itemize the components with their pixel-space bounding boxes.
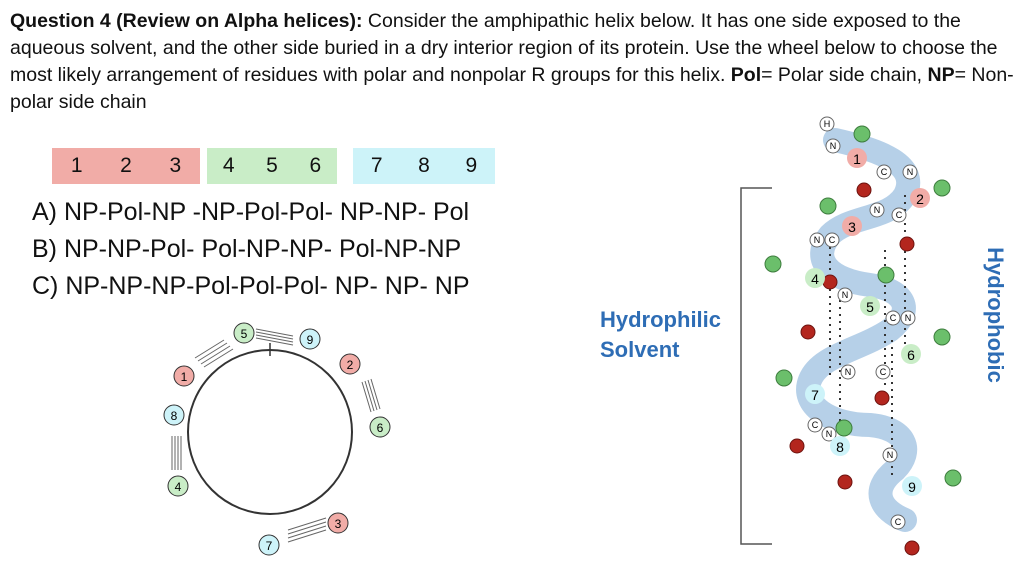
svg-text:N: N bbox=[842, 290, 849, 300]
r-groups bbox=[764, 125, 962, 487]
np-label: NP bbox=[927, 64, 955, 86]
svg-text:N: N bbox=[845, 367, 852, 377]
svg-text:N: N bbox=[905, 313, 912, 323]
hydrophilic-label: Hydrophilic Solvent bbox=[600, 305, 721, 365]
svg-text:2: 2 bbox=[347, 358, 354, 372]
svg-text:C: C bbox=[829, 235, 836, 245]
answer-options: A) NP-Pol-NP -NP-Pol-Pol- NP-NP- Pol B) … bbox=[32, 194, 470, 305]
hatch-5-9 bbox=[255, 328, 294, 346]
helix-residue-7: 7 bbox=[805, 384, 825, 404]
option-c[interactable]: C) NP-NP-NP-Pol-Pol-Pol- NP- NP- NP bbox=[32, 272, 470, 300]
helix-residue-2: 2 bbox=[910, 188, 930, 208]
svg-text:N: N bbox=[907, 167, 914, 177]
oxygen-atoms bbox=[789, 182, 920, 556]
legend-num-8: 8 bbox=[418, 154, 430, 177]
helix-residue-5: 5 bbox=[860, 296, 880, 316]
legend-num-4: 4 bbox=[222, 154, 235, 177]
svg-text:4: 4 bbox=[175, 480, 182, 494]
legend-num-2: 2 bbox=[120, 154, 132, 177]
pol-label: Pol bbox=[730, 64, 762, 86]
legend-num-1: 1 bbox=[70, 154, 83, 177]
svg-text:C: C bbox=[896, 210, 903, 220]
legend-num-6: 6 bbox=[309, 154, 322, 177]
hatch-8-4 bbox=[171, 436, 182, 470]
svg-text:N: N bbox=[826, 429, 833, 439]
hatch-1-5 bbox=[194, 339, 234, 368]
hbond-lines bbox=[829, 195, 906, 480]
svg-text:C: C bbox=[881, 167, 888, 177]
hydrophilic-line-2: Solvent bbox=[600, 337, 680, 362]
svg-text:8: 8 bbox=[836, 439, 844, 455]
svg-text:N: N bbox=[887, 450, 894, 460]
wheel-residue-1: 1 bbox=[173, 365, 195, 387]
wheel-circle bbox=[187, 349, 353, 515]
np-definition: = Non-polar side chain bbox=[10, 64, 1014, 113]
svg-text:C: C bbox=[880, 367, 887, 377]
wheel-residue-9: 9 bbox=[299, 328, 321, 350]
svg-text:5: 5 bbox=[241, 327, 248, 341]
svg-text:4: 4 bbox=[811, 271, 819, 287]
svg-text:C: C bbox=[895, 517, 902, 527]
svg-text:1: 1 bbox=[853, 151, 861, 167]
svg-text:N: N bbox=[874, 205, 881, 215]
svg-text:N: N bbox=[814, 235, 821, 245]
svg-text:3: 3 bbox=[335, 517, 342, 531]
svg-text:6: 6 bbox=[377, 421, 384, 435]
hydrophobic-label: Hydrophobic bbox=[983, 247, 1008, 383]
svg-text:8: 8 bbox=[171, 409, 178, 423]
svg-text:9: 9 bbox=[908, 479, 916, 495]
wheel-residue-6: 6 bbox=[369, 416, 391, 438]
question-lead: Question 4 (Review on Alpha helices): bbox=[10, 10, 363, 32]
hatch-3-7 bbox=[287, 517, 327, 543]
hydrophilic-line-1: Hydrophilic bbox=[600, 307, 722, 332]
helix-residue-1: 1 bbox=[847, 148, 867, 168]
helix-residue-6: 6 bbox=[901, 344, 921, 364]
backbone-atoms: H N C N N C N C N N C N C C N N C bbox=[807, 116, 918, 530]
question-text: Question 4 (Review on Alpha helices): Co… bbox=[10, 8, 1020, 116]
svg-text:5: 5 bbox=[866, 299, 874, 315]
legend-group-cyan: 7 8 9 bbox=[353, 148, 495, 184]
svg-text:1: 1 bbox=[181, 370, 188, 384]
legend-num-5: 5 bbox=[266, 154, 278, 177]
option-a[interactable]: A) NP-Pol-NP -NP-Pol-Pol- NP-NP- Pol bbox=[32, 198, 470, 226]
svg-text:C: C bbox=[812, 420, 819, 430]
wheel-residue-4: 4 bbox=[167, 475, 189, 497]
helix-ribbon bbox=[796, 128, 921, 532]
wheel-residue-8: 8 bbox=[163, 404, 185, 426]
svg-text:H: H bbox=[824, 119, 831, 129]
hatch-2-6 bbox=[361, 378, 381, 413]
wheel-residue-5: 5 bbox=[233, 322, 255, 344]
legend-group-green: 4 5 6 bbox=[207, 148, 337, 184]
question-body: Consider the amphipathic helix below. It… bbox=[10, 10, 998, 86]
svg-text:7: 7 bbox=[266, 539, 273, 553]
legend-group-red: 1 2 3 bbox=[52, 148, 200, 184]
svg-text:2: 2 bbox=[916, 191, 924, 207]
alpha-helix-diagram: H N C N N C N C N N C N C C N N C 1 2 3 … bbox=[740, 116, 962, 556]
svg-text:3: 3 bbox=[848, 219, 856, 235]
helical-wheel: 5 9 2 6 3 7 4 8 1 bbox=[163, 322, 391, 556]
svg-text:C: C bbox=[890, 313, 897, 323]
svg-text:7: 7 bbox=[811, 387, 819, 403]
wheel-residue-3: 3 bbox=[327, 512, 349, 534]
helix-residue-3: 3 bbox=[842, 216, 862, 236]
legend-num-3: 3 bbox=[169, 154, 182, 177]
helix-residue-4: 4 bbox=[805, 268, 825, 288]
solvent-bracket bbox=[740, 187, 772, 545]
legend-num-9: 9 bbox=[465, 154, 478, 177]
wheel-residue-2: 2 bbox=[339, 353, 361, 375]
helix-residue-9: 9 bbox=[902, 476, 922, 496]
svg-text:9: 9 bbox=[307, 333, 314, 347]
svg-text:N: N bbox=[830, 141, 837, 151]
svg-text:6: 6 bbox=[907, 347, 915, 363]
option-b[interactable]: B) NP-NP-Pol- Pol-NP-NP- Pol-NP-NP bbox=[32, 235, 462, 263]
wheel-residue-7: 7 bbox=[258, 534, 280, 556]
helix-residue-8: 8 bbox=[830, 436, 850, 456]
legend-num-7: 7 bbox=[370, 154, 383, 177]
pol-definition: = Polar side chain, bbox=[761, 64, 928, 86]
